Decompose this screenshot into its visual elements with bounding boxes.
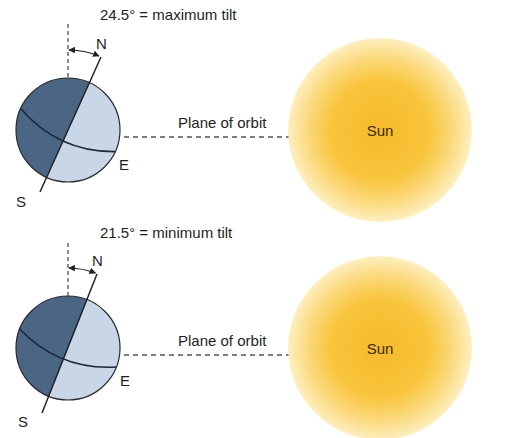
pole-label: N	[92, 252, 103, 269]
orbit-label: Plane of orbit	[178, 332, 266, 349]
pole-label: N	[96, 35, 107, 52]
sun-circle: Sun	[288, 256, 472, 438]
orbit-label: Plane of orbit	[178, 114, 266, 131]
pole-label: S	[18, 413, 28, 430]
tilt-label: 21.5° = minimum tilt	[100, 224, 232, 241]
sun-circle: Sun	[288, 38, 472, 222]
sun-label: Sun	[367, 340, 394, 357]
equator-label: E	[119, 156, 129, 173]
equator-label: E	[120, 372, 130, 389]
sun-label: Sun	[367, 122, 394, 139]
tilt-label: 24.5° = maximum tilt	[100, 6, 236, 23]
earth-max-tilt	[10, 24, 305, 192]
pole-label: S	[16, 193, 26, 210]
earth-min-tilt	[10, 243, 305, 413]
